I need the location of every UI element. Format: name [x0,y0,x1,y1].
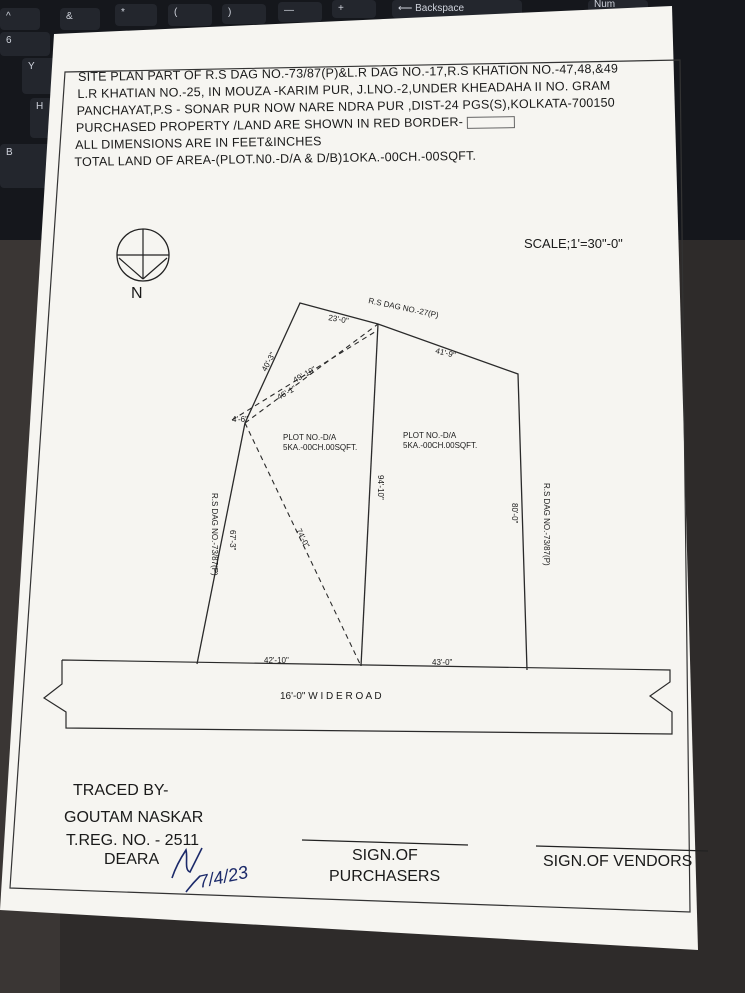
plot-boundary [196,302,528,671]
dim-upper-left: 40'-3" [260,351,278,373]
dim-top-right: 41'-9" [435,346,457,360]
diagonal-measure-lines [231,323,379,667]
road-label: 16'-0" W I D E R O A D [280,691,382,702]
plot-right-name: PLOT NO.-D/A [403,431,457,440]
key-6: 6 [0,32,50,56]
key-plus: + [332,0,376,18]
vendors-sign-label: SIGN.OF VENDORS [543,853,693,870]
dim-top-left: 23'-0" [328,313,350,325]
road [42,659,673,735]
key-minus: — [278,2,322,22]
left-boundary-label: R.S DAG NO.-73/87(P) [210,493,219,576]
compass-n-label: N [131,285,143,302]
plot-right-area: 5KA.-00CH.00SQFT. [403,441,477,450]
key-lparen: ( [168,4,212,26]
top-boundary-label: R.S DAG NO.-27(P) [368,296,440,320]
handwritten-signature [171,847,203,893]
dim-bottom-right: 43'-0" [432,658,453,667]
dim-bottom-left: 42'-10" [264,656,289,665]
purchasers-sign-line [301,839,469,846]
dim-long-diag: 74'-0" [294,527,311,549]
plot-left-name: PLOT NO.-D/A [283,433,337,442]
dim-diag-a: 49'-10" [292,364,318,384]
north-compass-icon: N [116,228,170,302]
vendors-sign-line [535,845,709,852]
tracer-reg-no: T.REG. NO. - 2511 [66,832,200,849]
purchasers-sign-label-1: SIGN.OF [352,847,418,864]
key-rparen: ) [222,4,266,24]
purchasers-sign-label-2: PURCHASERS [329,868,441,885]
signature-date: 7/4/23 [197,862,250,892]
dim-corner: 4'-6" [232,415,248,424]
dim-left-side: 67'-3" [228,530,237,551]
key-asterisk: * [115,4,157,26]
key-ampersand: & [60,8,100,30]
dim-diag-b: 46'-1" [276,384,298,402]
key-backspace: ⟵ Backspace [392,0,522,18]
dim-middle: 94'-10" [376,475,385,500]
dim-right-side: 80'-0" [510,503,519,524]
tracer-name: GOUTAM NASKAR [64,809,204,826]
scale-label: SCALE;1'=30"-0" [524,236,623,251]
tracer-place: DEARA [104,851,160,868]
right-boundary-label: R.S DAG NO.-73/87(P) [542,483,551,566]
key-caret: ^ [0,8,40,30]
traced-by-label: TRACED BY- [73,782,169,799]
plot-left-area: 5KA.-00CH.00SQFT. [283,443,357,452]
